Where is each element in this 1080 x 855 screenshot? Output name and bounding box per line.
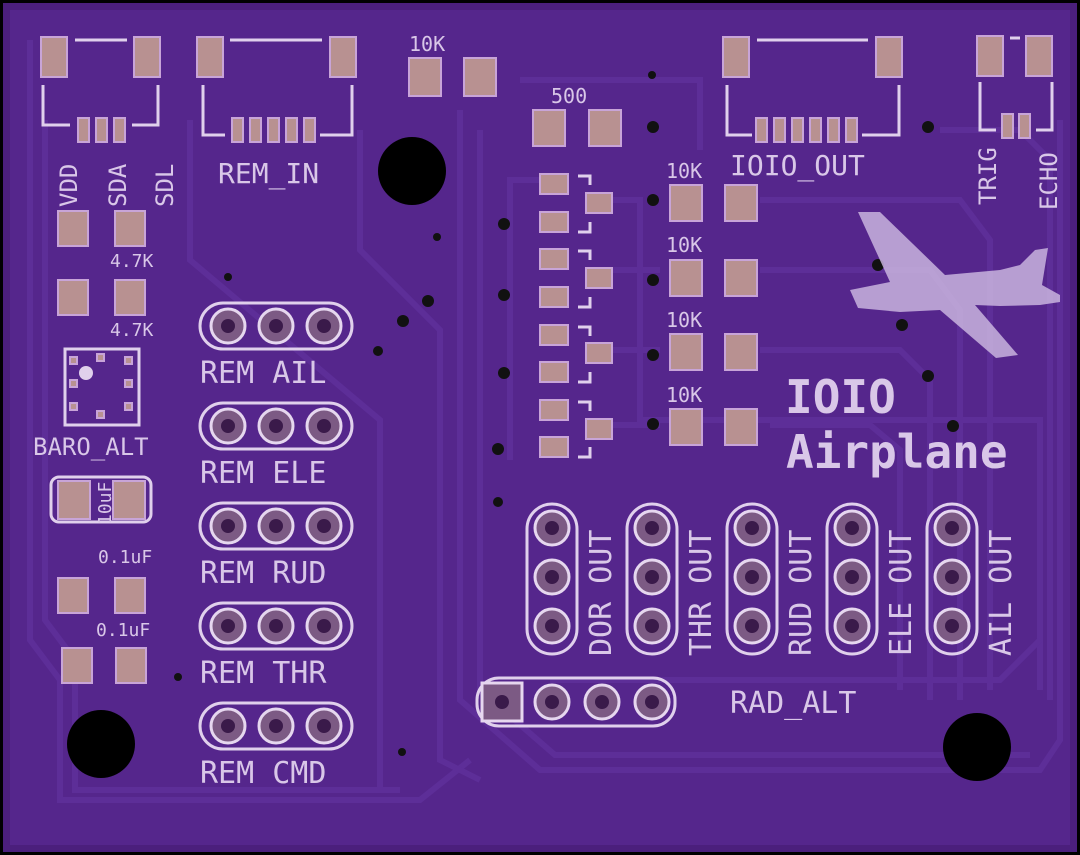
label-r-row-3: 10K <box>666 308 702 332</box>
thr-out-header[interactable] <box>625 502 679 656</box>
imu-connector <box>40 36 161 143</box>
pad-r-500-2 <box>588 109 622 147</box>
pad-pullup-1a <box>57 210 89 247</box>
label-sdl: SDL <box>151 164 179 207</box>
out-connectors <box>525 502 979 656</box>
rad-alt-header[interactable] <box>475 676 677 728</box>
label-ail-out: AIL OUT <box>984 530 1019 656</box>
pad-c2a <box>61 647 93 684</box>
pad-r-500-1 <box>532 109 566 147</box>
transistor-array <box>539 173 613 459</box>
title-line2: Airplane <box>786 425 1008 479</box>
pad-r-top-1 <box>408 57 442 97</box>
dor-out-header[interactable] <box>525 502 579 656</box>
label-r-row-4: 10K <box>666 383 702 407</box>
label-rad-alt: RAD_ALT <box>730 686 856 721</box>
label-vdd: VDD <box>55 164 83 207</box>
baro-sensor <box>63 347 141 427</box>
label-sda: SDA <box>104 163 132 207</box>
rem-thr-header[interactable] <box>198 601 354 651</box>
label-thr-out: THR OUT <box>684 530 719 656</box>
rud-out-header[interactable] <box>725 502 779 656</box>
ultrasonic-connector <box>976 35 1054 139</box>
label-r-top: 10K <box>409 32 445 56</box>
mount-hole-top <box>378 137 446 205</box>
label-rud-out: RUD OUT <box>784 530 819 656</box>
label-echo: ECHO <box>1035 152 1063 210</box>
label-r-500: 500 <box>551 84 587 108</box>
label-rem-ail: REM AIL <box>200 356 326 391</box>
title-line1: IOIO <box>785 370 896 424</box>
rem-in-connector <box>196 36 357 143</box>
pad-pullup-2a <box>57 279 89 316</box>
pad-c1b <box>114 577 146 614</box>
label-rem-thr: REM THR <box>200 656 327 691</box>
label-rem-rud: REM RUD <box>200 556 326 591</box>
label-ele-out: ELE OUT <box>884 530 919 656</box>
mount-hole-bottom-right <box>943 713 1011 781</box>
rem-ail-header[interactable] <box>198 301 354 351</box>
rem-cmd-header[interactable] <box>198 701 354 751</box>
label-rem-cmd: REM CMD <box>200 756 326 791</box>
resistor-row <box>669 184 758 446</box>
rem-connectors <box>198 301 354 751</box>
pad-c2b <box>115 647 147 684</box>
mount-hole-bottom-left <box>67 710 135 778</box>
airplane-icon <box>850 212 1060 358</box>
ail-out-header[interactable] <box>925 502 979 656</box>
pad-pullup-2b <box>114 279 146 316</box>
label-r-row-2: 10K <box>666 233 702 257</box>
ioio-out-connector <box>722 36 903 143</box>
pad-r-top-2 <box>463 57 497 97</box>
cap-10uf <box>49 475 153 524</box>
label-pullup-1: 4.7K <box>110 251 154 272</box>
label-rem-ele: REM ELE <box>200 456 326 491</box>
label-baro-alt: BARO_ALT <box>33 433 149 461</box>
label-pullup-2: 4.7K <box>110 320 154 341</box>
label-rem-in: REM_IN <box>218 157 319 191</box>
rem-rud-header[interactable] <box>198 501 354 551</box>
label-ioio-out: IOIO_OUT <box>730 149 865 183</box>
pad-c1a <box>57 577 89 614</box>
label-c-10uf: 10uF <box>95 482 116 525</box>
label-dor-out: DOR OUT <box>584 530 619 656</box>
label-c2: 0.1uF <box>96 620 150 641</box>
vias <box>174 71 959 756</box>
rem-ele-header[interactable] <box>198 401 354 451</box>
label-r-row-1: 10K <box>666 159 702 183</box>
label-trig: TRIG <box>974 147 1002 205</box>
label-c1: 0.1uF <box>98 547 152 568</box>
pad-pullup-1b <box>114 210 146 247</box>
ele-out-header[interactable] <box>825 502 879 656</box>
